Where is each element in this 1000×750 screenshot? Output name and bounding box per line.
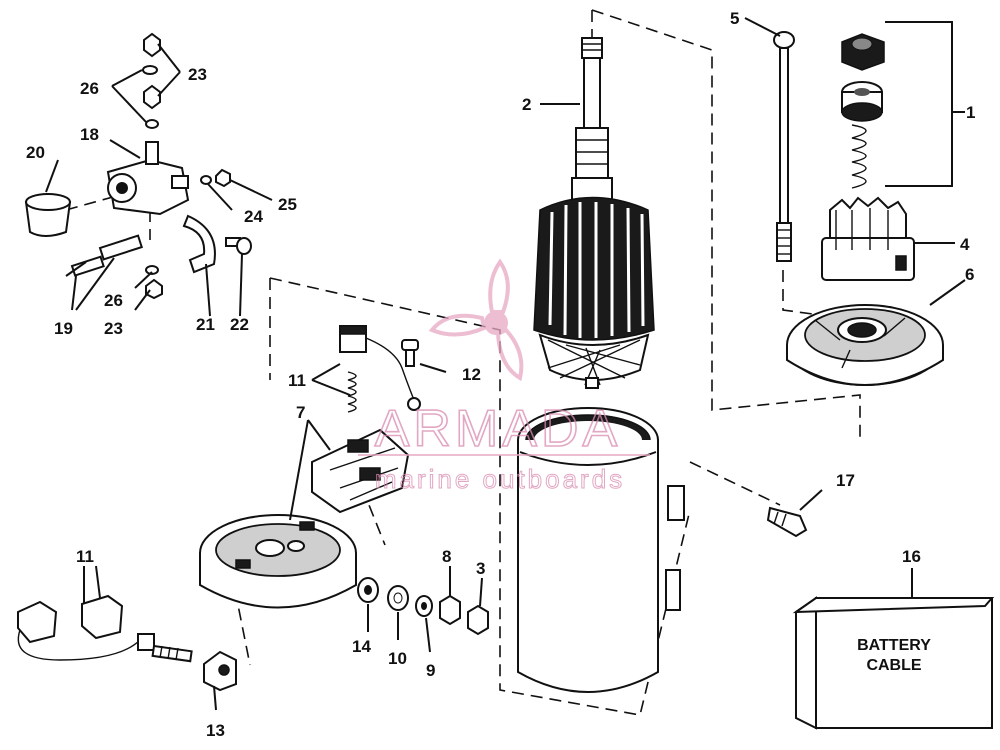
callout-5: 5 bbox=[730, 9, 739, 28]
screw-12-part bbox=[401, 339, 419, 367]
callout-19: 19 bbox=[54, 319, 73, 338]
callout-8: 8 bbox=[442, 547, 451, 566]
watermark: ARMADA marine outboards bbox=[358, 258, 650, 495]
callout-21: 21 bbox=[196, 315, 215, 334]
solenoid-part bbox=[24, 141, 190, 237]
callout-1: 1 bbox=[966, 103, 975, 122]
watermark-tagline: marine outboards bbox=[375, 464, 625, 494]
callout-26-bottom: 26 bbox=[104, 291, 123, 310]
brush-lead-part bbox=[17, 594, 193, 663]
callout-11-top: 11 bbox=[288, 371, 306, 390]
callout-2: 2 bbox=[522, 95, 531, 114]
drive-end-cap-part bbox=[786, 304, 944, 386]
terminal-clip-part bbox=[203, 650, 237, 692]
callout-12: 12 bbox=[462, 365, 481, 384]
callout-13: 13 bbox=[206, 721, 225, 740]
armature-part bbox=[533, 37, 655, 389]
callout-7: 7 bbox=[296, 403, 305, 422]
through-bolt-part bbox=[773, 31, 795, 262]
assembly-dashed-lines bbox=[65, 9, 861, 716]
callout-4: 4 bbox=[960, 235, 970, 254]
pinion-stop-part bbox=[841, 33, 885, 189]
battery-box-line1: BATTERY bbox=[857, 637, 931, 654]
callout-23-bottom: 23 bbox=[104, 319, 123, 338]
propeller-logo-icon bbox=[428, 258, 524, 382]
callout-10: 10 bbox=[388, 649, 407, 668]
field-frame-part bbox=[517, 407, 685, 693]
callout-9: 9 bbox=[426, 661, 435, 680]
callout-14: 14 bbox=[352, 637, 371, 656]
callout-6: 6 bbox=[965, 265, 974, 284]
battery-box-line2: CABLE bbox=[866, 657, 921, 674]
callout-18: 18 bbox=[80, 125, 99, 144]
callout-26-top: 26 bbox=[80, 79, 99, 98]
watermark-brand: ARMADA bbox=[375, 400, 621, 458]
callout-16: 16 bbox=[902, 547, 921, 566]
commutator-end-cap-part bbox=[199, 514, 357, 609]
frame-bolt-part bbox=[766, 506, 808, 538]
small-hardware-parts bbox=[70, 32, 252, 300]
callout-17: 17 bbox=[836, 471, 855, 490]
callout-25: 25 bbox=[278, 195, 297, 214]
callout-23-top: 23 bbox=[188, 65, 207, 84]
callout-20: 20 bbox=[26, 143, 45, 162]
washer-nut-stack bbox=[357, 577, 489, 636]
callout-11-bottom: 11 bbox=[76, 547, 94, 566]
brush-holder-part bbox=[311, 428, 410, 514]
brush-spring-part bbox=[339, 325, 421, 413]
callout-numbers: 1 2 5 4 6 17 16 7 11 12 11 13 14 10 9 8 … bbox=[26, 9, 975, 740]
callout-3: 3 bbox=[476, 559, 485, 578]
drive-pinion-part bbox=[821, 196, 915, 281]
callout-22: 22 bbox=[230, 315, 249, 334]
leader-lines bbox=[45, 17, 966, 711]
battery-cable-box: BATTERY CABLE bbox=[792, 596, 995, 730]
callout-24: 24 bbox=[244, 207, 263, 226]
